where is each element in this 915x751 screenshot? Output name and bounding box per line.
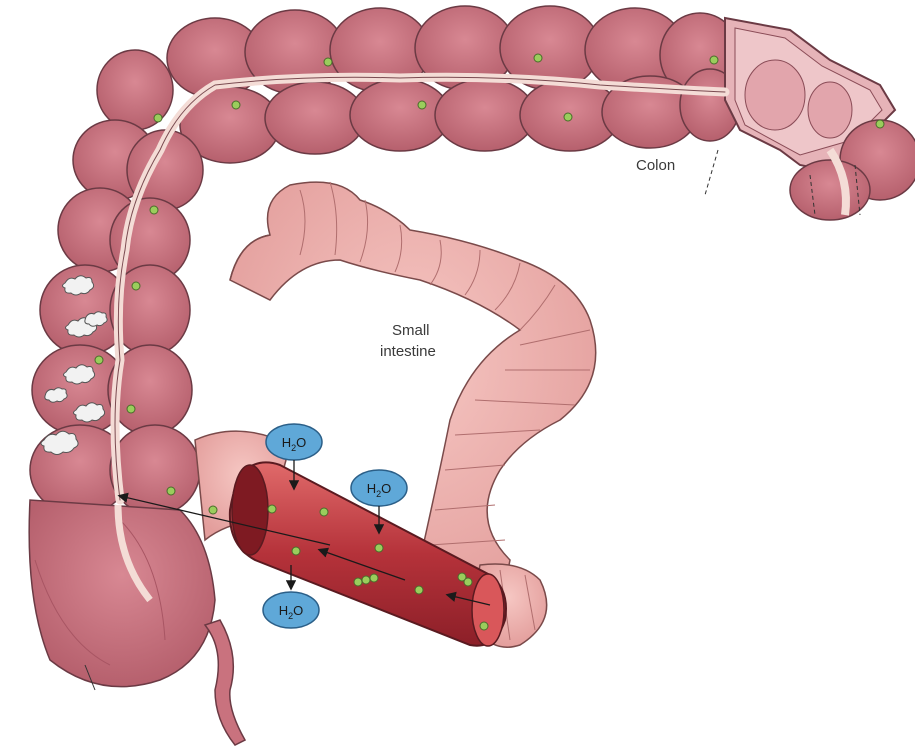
colon-label: Colon: [636, 157, 675, 174]
splenic-flexure: [705, 18, 915, 220]
h2o-end: O: [293, 603, 303, 618]
h2o-main: H: [367, 481, 376, 496]
small-intestine-label-line2: intestine: [380, 343, 436, 360]
h2o-end: O: [296, 435, 306, 450]
h2o-main: H: [279, 603, 288, 618]
h2o-main: H: [282, 435, 291, 450]
small-intestine-label-line1: Small: [392, 322, 430, 339]
h2o-end: O: [381, 481, 391, 496]
